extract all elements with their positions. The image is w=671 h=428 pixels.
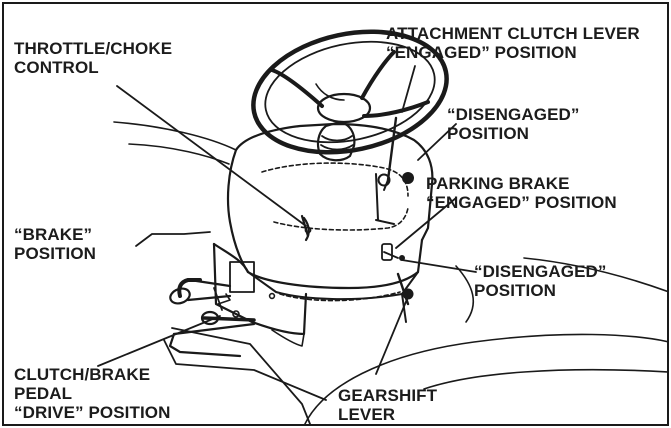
leader-throttle-choke <box>116 85 307 227</box>
label-attachment-clutch-disengaged: “DISENGAGED” POSITION <box>447 105 580 143</box>
callout-dots <box>399 172 414 300</box>
parking-brake-knob <box>381 243 399 261</box>
steering-wheel <box>251 29 449 162</box>
label-clutch-brake-pedal: CLUTCH/BRAKE PEDAL “DRIVE” POSITION <box>14 365 171 422</box>
label-throttle-choke-control: THROTTLE/CHOKE CONTROL <box>14 39 173 77</box>
leader-attachment-engaged <box>401 65 416 113</box>
leader-parking-engaged <box>395 197 457 249</box>
clutch-brake-pedal <box>163 278 327 424</box>
tractor-dashboard-illustration <box>97 29 667 424</box>
side-panel <box>212 242 308 347</box>
label-parking-brake-disengaged: “DISENGAGED” POSITION <box>474 262 607 300</box>
leader-clutch-pedal <box>97 315 221 367</box>
label-parking-brake-engaged: PARKING BRAKE “ENGAGED” POSITION <box>426 174 617 212</box>
label-attachment-clutch-engaged: ATTACHMENT CLUTCH LEVER “ENGAGED” POSITI… <box>386 24 640 62</box>
leader-attachment-disengaged <box>417 123 457 161</box>
label-gearshift-lever: GEARSHIFT LEVER <box>338 386 438 424</box>
leader-parking-disengaged <box>401 259 477 273</box>
label-brake-position: “BRAKE” POSITION <box>14 225 97 263</box>
leader-lines <box>97 65 477 375</box>
fender-outline <box>113 121 667 424</box>
leader-brake-position <box>135 231 211 247</box>
leader-gearshift <box>375 291 411 375</box>
attachment-clutch-lever <box>375 116 398 225</box>
